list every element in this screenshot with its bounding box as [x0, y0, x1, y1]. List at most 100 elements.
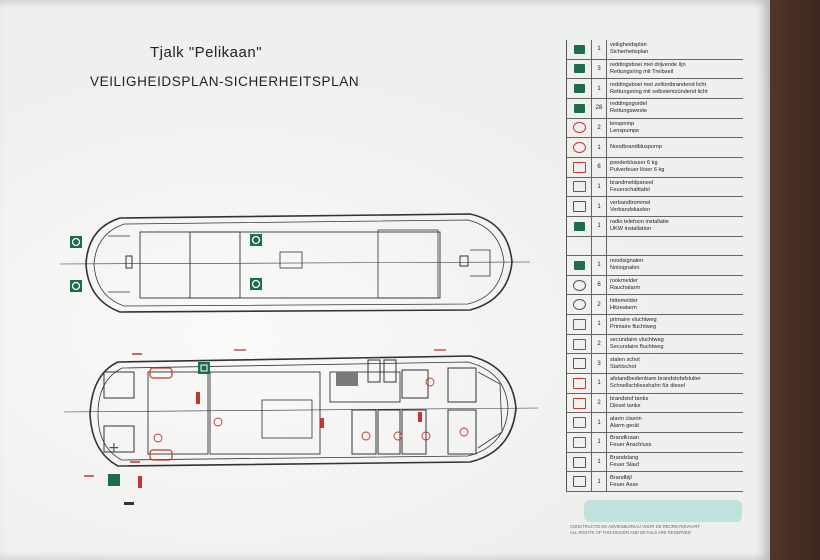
legend-label-nl: noodsignalen [610, 258, 644, 265]
cabin-6 [447, 367, 477, 403]
lifebuoy-line-icon [567, 59, 592, 79]
legend-qty: 2 [592, 118, 607, 138]
legend-label-nl: Brandslang [610, 455, 639, 461]
engine-room [147, 371, 209, 455]
legend-row [567, 236, 743, 257]
legend-qty [592, 236, 607, 256]
fire-pump-icon [567, 138, 592, 157]
fuel-tank-icon [149, 449, 173, 461]
fuel-tank-icon [567, 393, 592, 413]
legend-label-de: Feuer Slauf [610, 462, 639, 468]
steel-bulkhead-icon [567, 354, 592, 374]
smoke-detector-icon [459, 427, 469, 437]
alarm-horn-icon [567, 413, 592, 433]
extinguisher-icon [196, 392, 200, 404]
legend-qty: 1 [592, 40, 607, 59]
legend-qty: 1 [592, 452, 607, 472]
legend-label-nl: stalen schot [610, 356, 640, 363]
extinguisher-icon [418, 412, 422, 422]
legend-label-nl: poederblusser 6 kg [610, 160, 658, 167]
legend-qty: 28 [592, 98, 607, 118]
upper-hull-outline [85, 213, 513, 313]
lifebuoy-light-icon [567, 79, 592, 98]
radio-icon [567, 216, 592, 236]
legend-label-de: Feuerschalttafel [610, 186, 650, 193]
lifejacket-icon [567, 98, 592, 118]
lower-centerline [63, 407, 539, 413]
legend-label-nl: primaire vluchtweg [610, 317, 657, 324]
galley [329, 371, 401, 403]
legend-qty: 1 [592, 177, 607, 197]
legend-qty: 6 [592, 157, 607, 177]
smoke-detector-icon [393, 431, 403, 441]
legend-label-de: Pulverfeuer löser 6 kg [610, 167, 665, 174]
distress-signal-icon [567, 256, 592, 275]
lifebuoy-icon [250, 234, 262, 246]
toilet-2 [383, 359, 397, 383]
legend-qty: 1 [592, 79, 607, 98]
blank-icon [567, 236, 592, 256]
fuel-tank-icon [149, 367, 173, 379]
fire-hose-icon [567, 452, 592, 472]
cabin-5 [401, 369, 429, 399]
legend-label-de: Rettungsring mit Treibseil [610, 68, 674, 75]
legend-label-de: Stahlschot [610, 363, 637, 370]
legend-label-nl: hittemelder [610, 297, 638, 304]
legend-label-nl: brandmeldpaneel [610, 179, 654, 186]
upper-bow-detail [470, 249, 491, 277]
legend-qty: 1 [592, 413, 607, 433]
legend-qty: 6 [592, 275, 607, 295]
saloon-table [261, 399, 313, 439]
cabin-2 [377, 409, 401, 455]
legend-label-nl: afstandbedienbare brandstofafsluiter [610, 376, 701, 383]
footer-logo-bar [584, 500, 742, 522]
legend-qty: 1 [592, 197, 607, 216]
bilge-pump-icon [567, 118, 592, 138]
fuel-valve-icon [567, 374, 592, 393]
legend-label-de: UKW installation [610, 226, 652, 233]
lifebuoy-icon [70, 236, 82, 248]
lifebuoy-icon [250, 278, 262, 290]
legend-qty: 1 [592, 216, 607, 236]
lower-deck-plan [63, 355, 539, 467]
legend-label-de: Feuer Anschluss [610, 442, 652, 449]
legend-label-nl: veiligheidsplan [610, 42, 647, 49]
footer-text: CONSTRUCTIE EN ADVIESBUREAU VOOR DE RECR… [570, 524, 750, 535]
legend-label-nl: Brandkraan [610, 435, 639, 442]
hydrant-icon [567, 433, 592, 452]
legend-qty: 1 [592, 433, 607, 452]
saloon [209, 371, 321, 455]
toilet-1 [367, 359, 381, 383]
smoke-detector-icon [567, 275, 592, 295]
vessel-title: Tjalk "Pelikaan" [150, 44, 263, 61]
safety-plan-poster: Tjalk "Pelikaan" VEILIGHEIDSPLAN-SICHERH… [0, 0, 770, 560]
cabin-4 [447, 409, 477, 455]
legend-label-de: Schnellschliesshahn für diesel [610, 383, 685, 390]
legend-label-de: Secundaire fluchtweg [610, 344, 664, 351]
legend-label-de: Diesel tanks [610, 403, 641, 410]
legend-label-de: Verbandskasten [610, 206, 651, 213]
